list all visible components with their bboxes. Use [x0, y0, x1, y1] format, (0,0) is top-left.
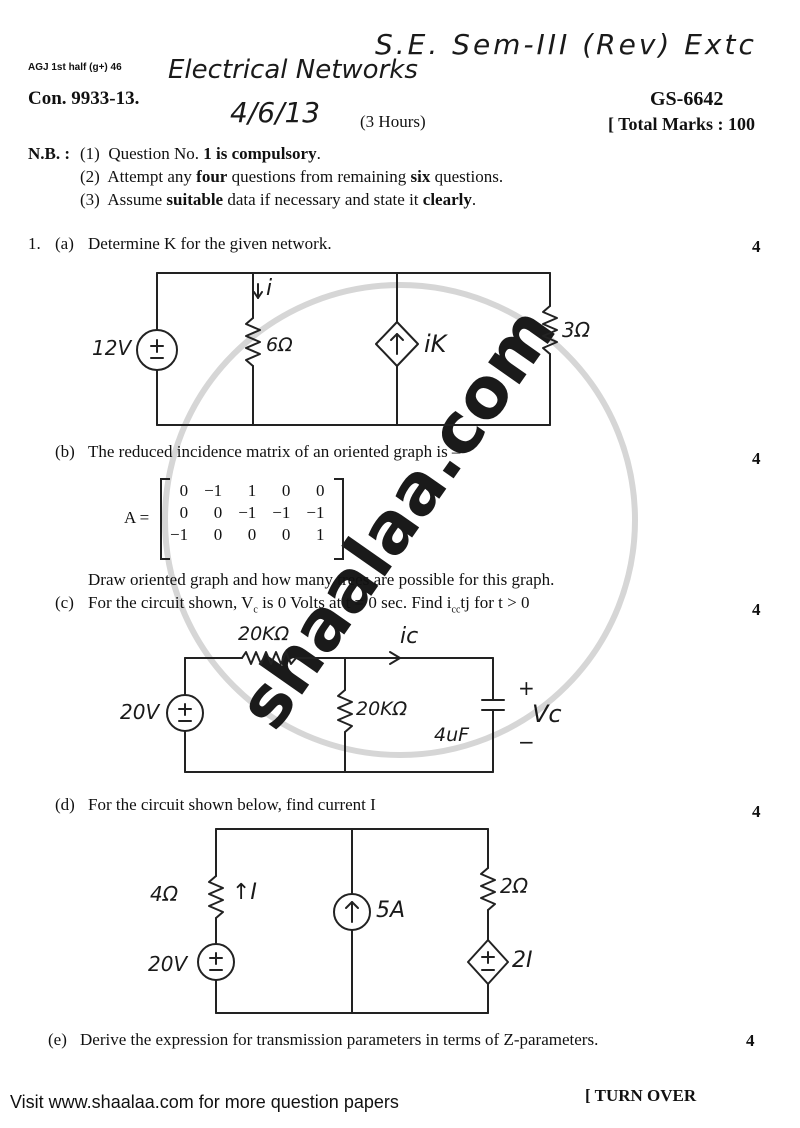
q1c-marks: 4	[752, 600, 761, 619]
q1a-label: (a)	[55, 234, 74, 253]
matrix-cell: −1	[272, 503, 291, 522]
matrix-cell: 0	[281, 525, 291, 544]
q1b-marks: 4	[752, 449, 761, 468]
circuit-a-source: 12V	[92, 336, 132, 360]
q1d-marks: 4	[752, 802, 761, 821]
matrix-cell: 1	[247, 481, 257, 500]
matrix-bracket-right	[334, 478, 344, 560]
note-2: (2) Attempt any four questions from rema…	[80, 167, 504, 186]
matrix-cell: −1	[238, 503, 257, 522]
code-small: AGJ 1st half (g+) 46	[28, 62, 122, 73]
circuit-a-dep: iK	[424, 330, 447, 358]
q1b-after: Draw oriented graph and how many trees a…	[88, 570, 555, 589]
matrix-row: 0 0 −1 −1 −1	[162, 502, 332, 524]
circuit-a-r1: 6Ω	[266, 334, 293, 356]
circuit-c-plus: +	[518, 676, 535, 700]
handwritten-date: 4/6/13	[230, 96, 321, 129]
q1a-text: Determine K for the given network.	[88, 234, 332, 253]
circuit-d-current-source: 5A	[376, 898, 406, 923]
circuit-d-r2: 2Ω	[500, 874, 529, 898]
q1d-label: (d)	[55, 795, 75, 814]
matrix-row: −1 0 0 0 1	[162, 524, 332, 546]
q1a-marks: 4	[752, 237, 761, 256]
matrix-cell: 0	[281, 481, 291, 500]
matrix-cell: 1	[315, 525, 325, 544]
footer-visit: Visit www.shaalaa.com for more question …	[10, 1092, 399, 1112]
matrix-cell: −1	[170, 525, 189, 544]
matrix-cell: 0	[315, 481, 325, 500]
nb-label: N.B. :	[28, 144, 71, 163]
footer-turn-over: [ TURN OVER	[585, 1086, 697, 1105]
circuit-c-source: 20V	[120, 700, 160, 724]
circuit-c-minus: −	[518, 730, 535, 754]
matrix-cell: −1	[204, 481, 223, 500]
circuit-c-vc: Vc	[532, 700, 562, 728]
note-3: (3) Assume suitable data if necessary an…	[80, 190, 477, 209]
circuit-d-dep: 2I	[512, 948, 533, 973]
matrix-cell: 0	[213, 503, 223, 522]
circuit-c-r-series: 20KΩ	[238, 623, 290, 645]
q1e-text: Derive the expression for transmission p…	[80, 1030, 599, 1049]
circuit-c-r-shunt: 20KΩ	[356, 698, 408, 720]
circuit-a-current: i	[266, 276, 273, 301]
matrix-cell: −1	[306, 503, 325, 522]
q1e-label: (e)	[48, 1030, 67, 1049]
circuit-a-r2: 3Ω	[562, 318, 591, 342]
paper-code: GS-6642	[650, 88, 724, 110]
note-1: (1) Question No. 1 is compulsory.	[80, 144, 321, 163]
q1b-label: (b)	[55, 442, 75, 461]
incidence-matrix: 0 −1 1 0 0 0 0 −1 −1 −1 −1 0 0 0 1	[162, 480, 332, 546]
circuit-c-cap: 4uF	[434, 724, 470, 746]
total-marks: [ Total Marks : 100	[608, 114, 756, 134]
circuit-c-current: ic	[400, 624, 419, 649]
q1e-marks: 4	[746, 1031, 755, 1050]
matrix-cell: 0	[247, 525, 257, 544]
circuit-d-source: 20V	[148, 952, 188, 976]
q1d-text: For the circuit shown below, find curren…	[88, 795, 376, 814]
matrix-cell: 0	[179, 481, 189, 500]
matrix-row: 0 −1 1 0 0	[162, 480, 332, 502]
con-number: Con. 9933-13.	[28, 88, 140, 109]
matrix-label: A =	[124, 508, 150, 527]
matrix-bracket-left	[160, 478, 170, 560]
handwritten-title: S.E. Sem-III (Rev) Extc	[375, 28, 757, 61]
circuit-d-r1: 4Ω	[150, 882, 179, 906]
matrix-cell: 0	[213, 525, 223, 544]
circuit-d-current-i: ↑I	[232, 880, 257, 905]
q1c-label: (c)	[55, 593, 74, 612]
q1-number: 1.	[28, 234, 41, 253]
q1c-text: For the circuit shown, Vc is 0 Volts at …	[88, 593, 530, 616]
q1b-text: The reduced incidence matrix of an orien…	[88, 442, 461, 461]
matrix-cell: 0	[179, 503, 189, 522]
handwritten-subject: Electrical Networks	[168, 55, 418, 85]
duration: (3 Hours)	[360, 112, 426, 131]
